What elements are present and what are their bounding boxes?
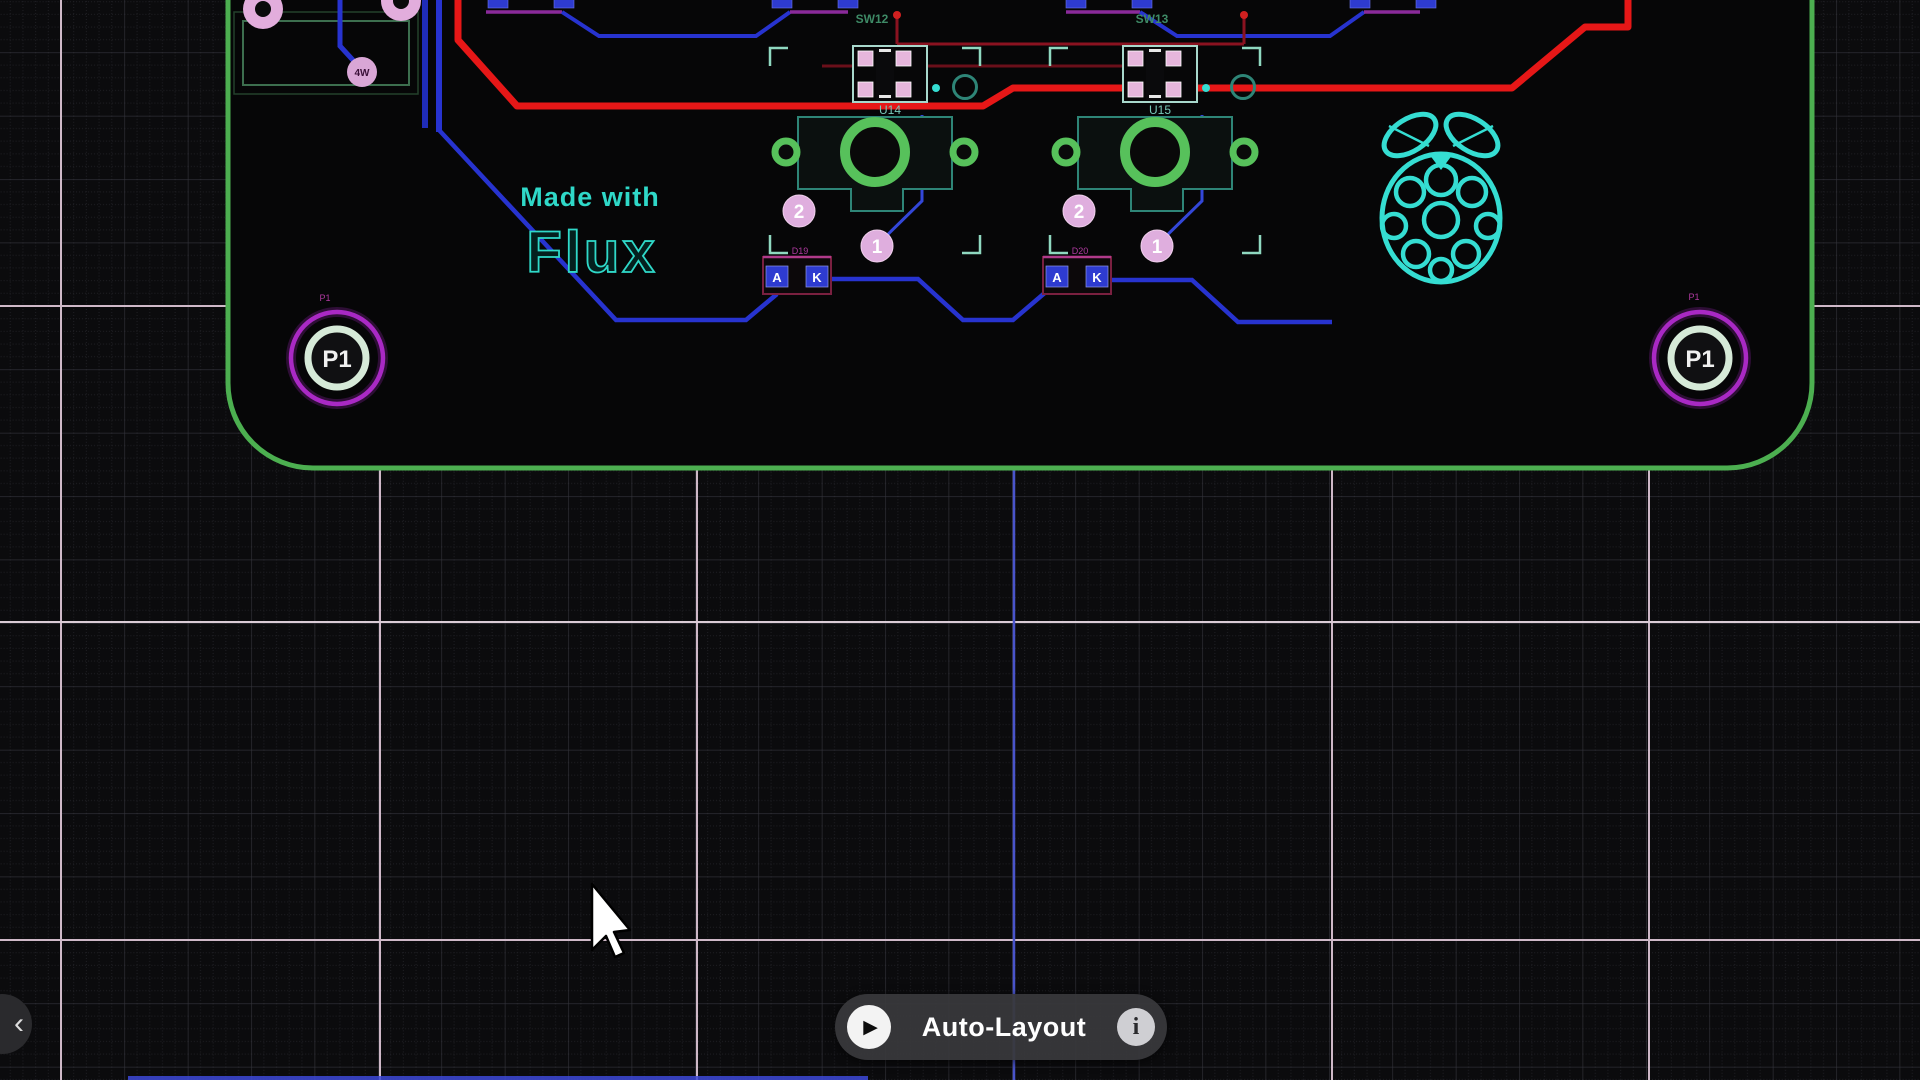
component-switch-sw13[interactable]: 2 1 bbox=[1051, 116, 1259, 263]
p1-left-label: P1 bbox=[322, 346, 351, 373]
pad-2-label: 2 bbox=[794, 202, 805, 223]
mounting-hole-p1-left[interactable]: P1 P1 bbox=[286, 293, 388, 409]
component-led-d19[interactable]: D19 A K bbox=[762, 246, 832, 295]
courtyard-brackets bbox=[768, 46, 1262, 255]
ref-sw12: SW12 bbox=[856, 12, 889, 26]
component-u15[interactable]: U15 bbox=[1122, 45, 1210, 117]
pad-cathode[interactable] bbox=[1085, 265, 1109, 288]
traces-blue-top[interactable] bbox=[422, 0, 1420, 325]
top-edge-pads[interactable] bbox=[487, 0, 1437, 9]
auto-layout-label: Auto-Layout bbox=[921, 1011, 1087, 1042]
mount-hole[interactable] bbox=[952, 74, 978, 100]
auto-layout-button[interactable]: ▶ Auto-Layout i bbox=[835, 994, 1167, 1060]
pad-2[interactable] bbox=[1062, 194, 1096, 228]
flux-logo-text: Flux bbox=[526, 220, 657, 285]
pad-anode[interactable] bbox=[765, 265, 789, 288]
pad-1-label: 1 bbox=[1152, 237, 1163, 258]
via-4w[interactable] bbox=[347, 57, 377, 87]
trace-blue-diagonal bbox=[437, 128, 779, 323]
pad-anode-label: A bbox=[1052, 270, 1062, 285]
ref-u15: U15 bbox=[1149, 103, 1171, 117]
ref-d20: D20 bbox=[1072, 246, 1089, 256]
mount-hole[interactable] bbox=[1230, 74, 1256, 100]
p1-left-small-label: P1 bbox=[319, 293, 330, 303]
component-led-d20[interactable]: D20 A K bbox=[1042, 246, 1112, 295]
made-with-text: Made with bbox=[520, 182, 660, 212]
pad-2-label: 2 bbox=[1074, 202, 1085, 223]
mounting-hole-p1-right[interactable]: P1 P1 bbox=[1649, 292, 1751, 409]
board-outline[interactable] bbox=[225, 0, 1815, 471]
play-glyph: ▶ bbox=[863, 1016, 878, 1038]
pad-anode[interactable] bbox=[1045, 265, 1069, 288]
play-icon[interactable]: ▶ bbox=[847, 1005, 891, 1049]
pad-2[interactable] bbox=[782, 194, 816, 228]
p1-right-small-label: P1 bbox=[1688, 292, 1699, 302]
via-4w-label: 4W bbox=[355, 68, 371, 79]
pad-cathode[interactable] bbox=[805, 265, 829, 288]
trace-red-main bbox=[454, 0, 1632, 110]
info-glyph: i bbox=[1132, 1014, 1140, 1040]
pad-1-label: 1 bbox=[872, 237, 883, 258]
pcb-board[interactable]: 4W bbox=[225, 0, 1815, 471]
pad-1[interactable] bbox=[1140, 229, 1174, 263]
ref-d19: D19 bbox=[792, 246, 809, 256]
raspberry-pi-logo bbox=[1379, 111, 1503, 285]
info-icon[interactable]: i bbox=[1117, 1008, 1155, 1046]
p1-right-label: P1 bbox=[1685, 346, 1714, 373]
component-u14[interactable]: U14 bbox=[852, 45, 940, 117]
chevron-left-icon: ‹ bbox=[14, 1007, 24, 1040]
cursor-pointer bbox=[590, 882, 632, 959]
pad-anode-label: A bbox=[772, 270, 782, 285]
silkscreen-made-with-flux: Made with Flux bbox=[520, 182, 660, 286]
bottom-blue-line bbox=[128, 1076, 868, 1080]
pad-cathode-label: K bbox=[1092, 270, 1102, 285]
ref-u14: U14 bbox=[879, 103, 901, 117]
component-topleft-courtyard[interactable]: 4W bbox=[233, 0, 421, 95]
component-switch-sw12[interactable]: 2 1 bbox=[771, 116, 979, 263]
pad-cathode-label: K bbox=[812, 270, 822, 285]
pad-1[interactable] bbox=[860, 229, 894, 263]
ref-sw13: SW13 bbox=[1136, 12, 1169, 26]
